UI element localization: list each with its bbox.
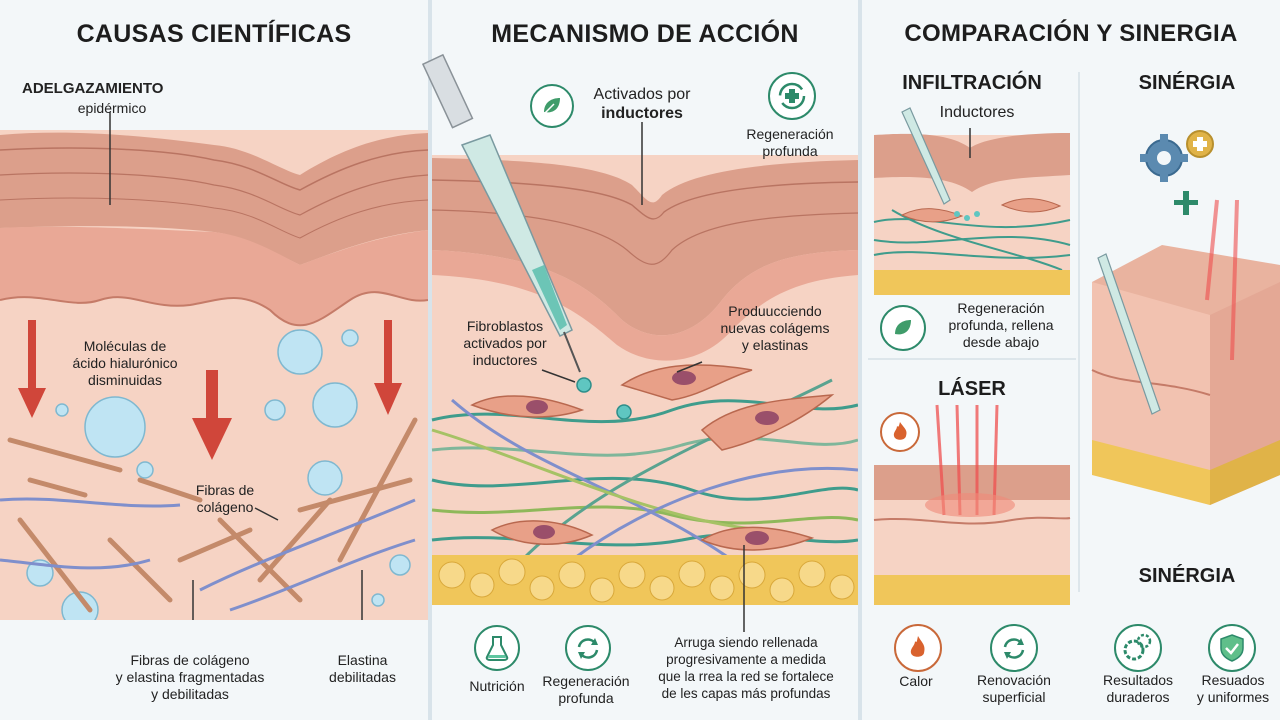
- label-activated-2: inductores: [601, 105, 683, 122]
- label-thinning-sub: epidérmico: [77, 100, 147, 116]
- panel-comparacion: COMPARACIÓN Y SINERGIA INFILTRACIÓN Indu…: [862, 0, 1280, 720]
- label-fragmented-2: y elastina fragmentadas: [115, 669, 265, 685]
- flame-icon: [894, 624, 942, 672]
- label-elastin-2: debilitadas: [329, 669, 396, 685]
- elastin-fibers: [0, 497, 416, 612]
- label-regen2-2: profunda: [558, 690, 614, 706]
- label-prod-3: y elastinas: [741, 337, 809, 353]
- panel-title: MECANISMO DE ACCIÓN: [491, 20, 799, 48]
- recycle-icon: [565, 625, 611, 671]
- flask-icon: [474, 625, 520, 671]
- label-wrinkle-4: de les capas más profundas: [661, 686, 831, 701]
- leaf-icon: [880, 305, 926, 351]
- label-ha-3: disminuidas: [88, 372, 162, 388]
- label-heat: Calor: [899, 673, 933, 689]
- label-renewal-2: superficial: [982, 689, 1046, 705]
- label-collagen-1: Fibras de: [195, 482, 255, 498]
- label-renewal-1: Renovación: [977, 672, 1051, 688]
- label-fibro-1: Fibroblastos: [466, 318, 544, 334]
- synergy-title-top: SINÉRGIA: [1138, 72, 1236, 94]
- column-divider: [1078, 72, 1080, 592]
- synergy-title-bottom: SINÉRGIA: [1138, 565, 1236, 587]
- label-infil-regen-3: desde abajo: [962, 334, 1040, 350]
- panel-title: CAUSAS CIENTÍFICAS: [76, 20, 352, 48]
- panel-mecanismo: MECANISMO DE ACCIÓN: [421, 0, 859, 720]
- label-fibro-3: inductores: [472, 352, 538, 368]
- label-fibro-2: activados por: [463, 335, 547, 351]
- label-results1-1: Resultados: [1102, 672, 1174, 688]
- skin-cross-section-treatment: [421, 53, 859, 720]
- label-collagen-2: colágeno: [196, 499, 254, 515]
- label-results2-1: Resuados: [1201, 672, 1265, 688]
- label-ha-1: Moléculas de: [83, 338, 167, 354]
- panel-title: COMPARACIÓN Y SINERGIA: [904, 20, 1238, 47]
- skin-cross-section-aging: [0, 112, 429, 720]
- flame-icon: [880, 412, 920, 452]
- label-regen2-1: Regeneración: [542, 673, 630, 689]
- label-results1-2: duraderos: [1106, 689, 1170, 705]
- label-elastin-1: Elastina: [337, 652, 388, 668]
- shield-check-icon: [1208, 624, 1256, 672]
- label-ha-2: ácido hialurónico: [72, 355, 178, 371]
- decline-arrows: [18, 320, 402, 460]
- label-inductors: Inductores: [939, 104, 1015, 121]
- panel-divider: [858, 0, 862, 720]
- label-infil-regen-1: Regeneración: [957, 300, 1045, 316]
- gears-icon: [1114, 624, 1162, 672]
- panel-divider: [428, 0, 432, 720]
- row-divider: [868, 358, 1076, 360]
- label-regen-1: Regeneración: [746, 126, 834, 142]
- hyaluronic-bubbles: [26, 329, 411, 629]
- recycle-icon: [990, 624, 1038, 672]
- label-wrinkle-1: Arruga siendo rellenada: [674, 635, 818, 650]
- regeneration-icon: [768, 72, 816, 120]
- laser-title: LÁSER: [938, 378, 1006, 400]
- label-fragmented-3: y debilitadas: [151, 686, 229, 702]
- label-regen-2: profunda: [762, 143, 818, 159]
- fragmented-collagen: [7, 417, 418, 613]
- needle-icon: [421, 53, 581, 373]
- gears-icon: [1140, 128, 1214, 184]
- label-fragmented-1: Fibras de colágeno: [130, 652, 250, 668]
- label-prod-2: nuevas colágems: [720, 320, 830, 336]
- leaf-icon: [530, 84, 574, 128]
- label-wrinkle-2: progresivamente a medida: [666, 652, 826, 667]
- label-wrinkle-3: que la rrea la red se fortalece: [658, 669, 834, 684]
- comparison-illustrations: [873, 107, 1280, 605]
- label-prod-1: Produucciendo: [728, 303, 822, 319]
- label-nutrition: Nutrición: [469, 678, 525, 694]
- infiltration-title: INFILTRACIÓN: [902, 72, 1042, 94]
- label-activated-1: Activados por: [593, 86, 691, 103]
- label-thinning-title: ADELGAZAMIENTO: [22, 80, 164, 97]
- label-infil-regen-2: profunda, rellena: [948, 317, 1054, 333]
- label-results2-2: y uniformes: [1196, 689, 1270, 705]
- panel-causas: CAUSAS CIENTÍFICAS: [0, 0, 429, 720]
